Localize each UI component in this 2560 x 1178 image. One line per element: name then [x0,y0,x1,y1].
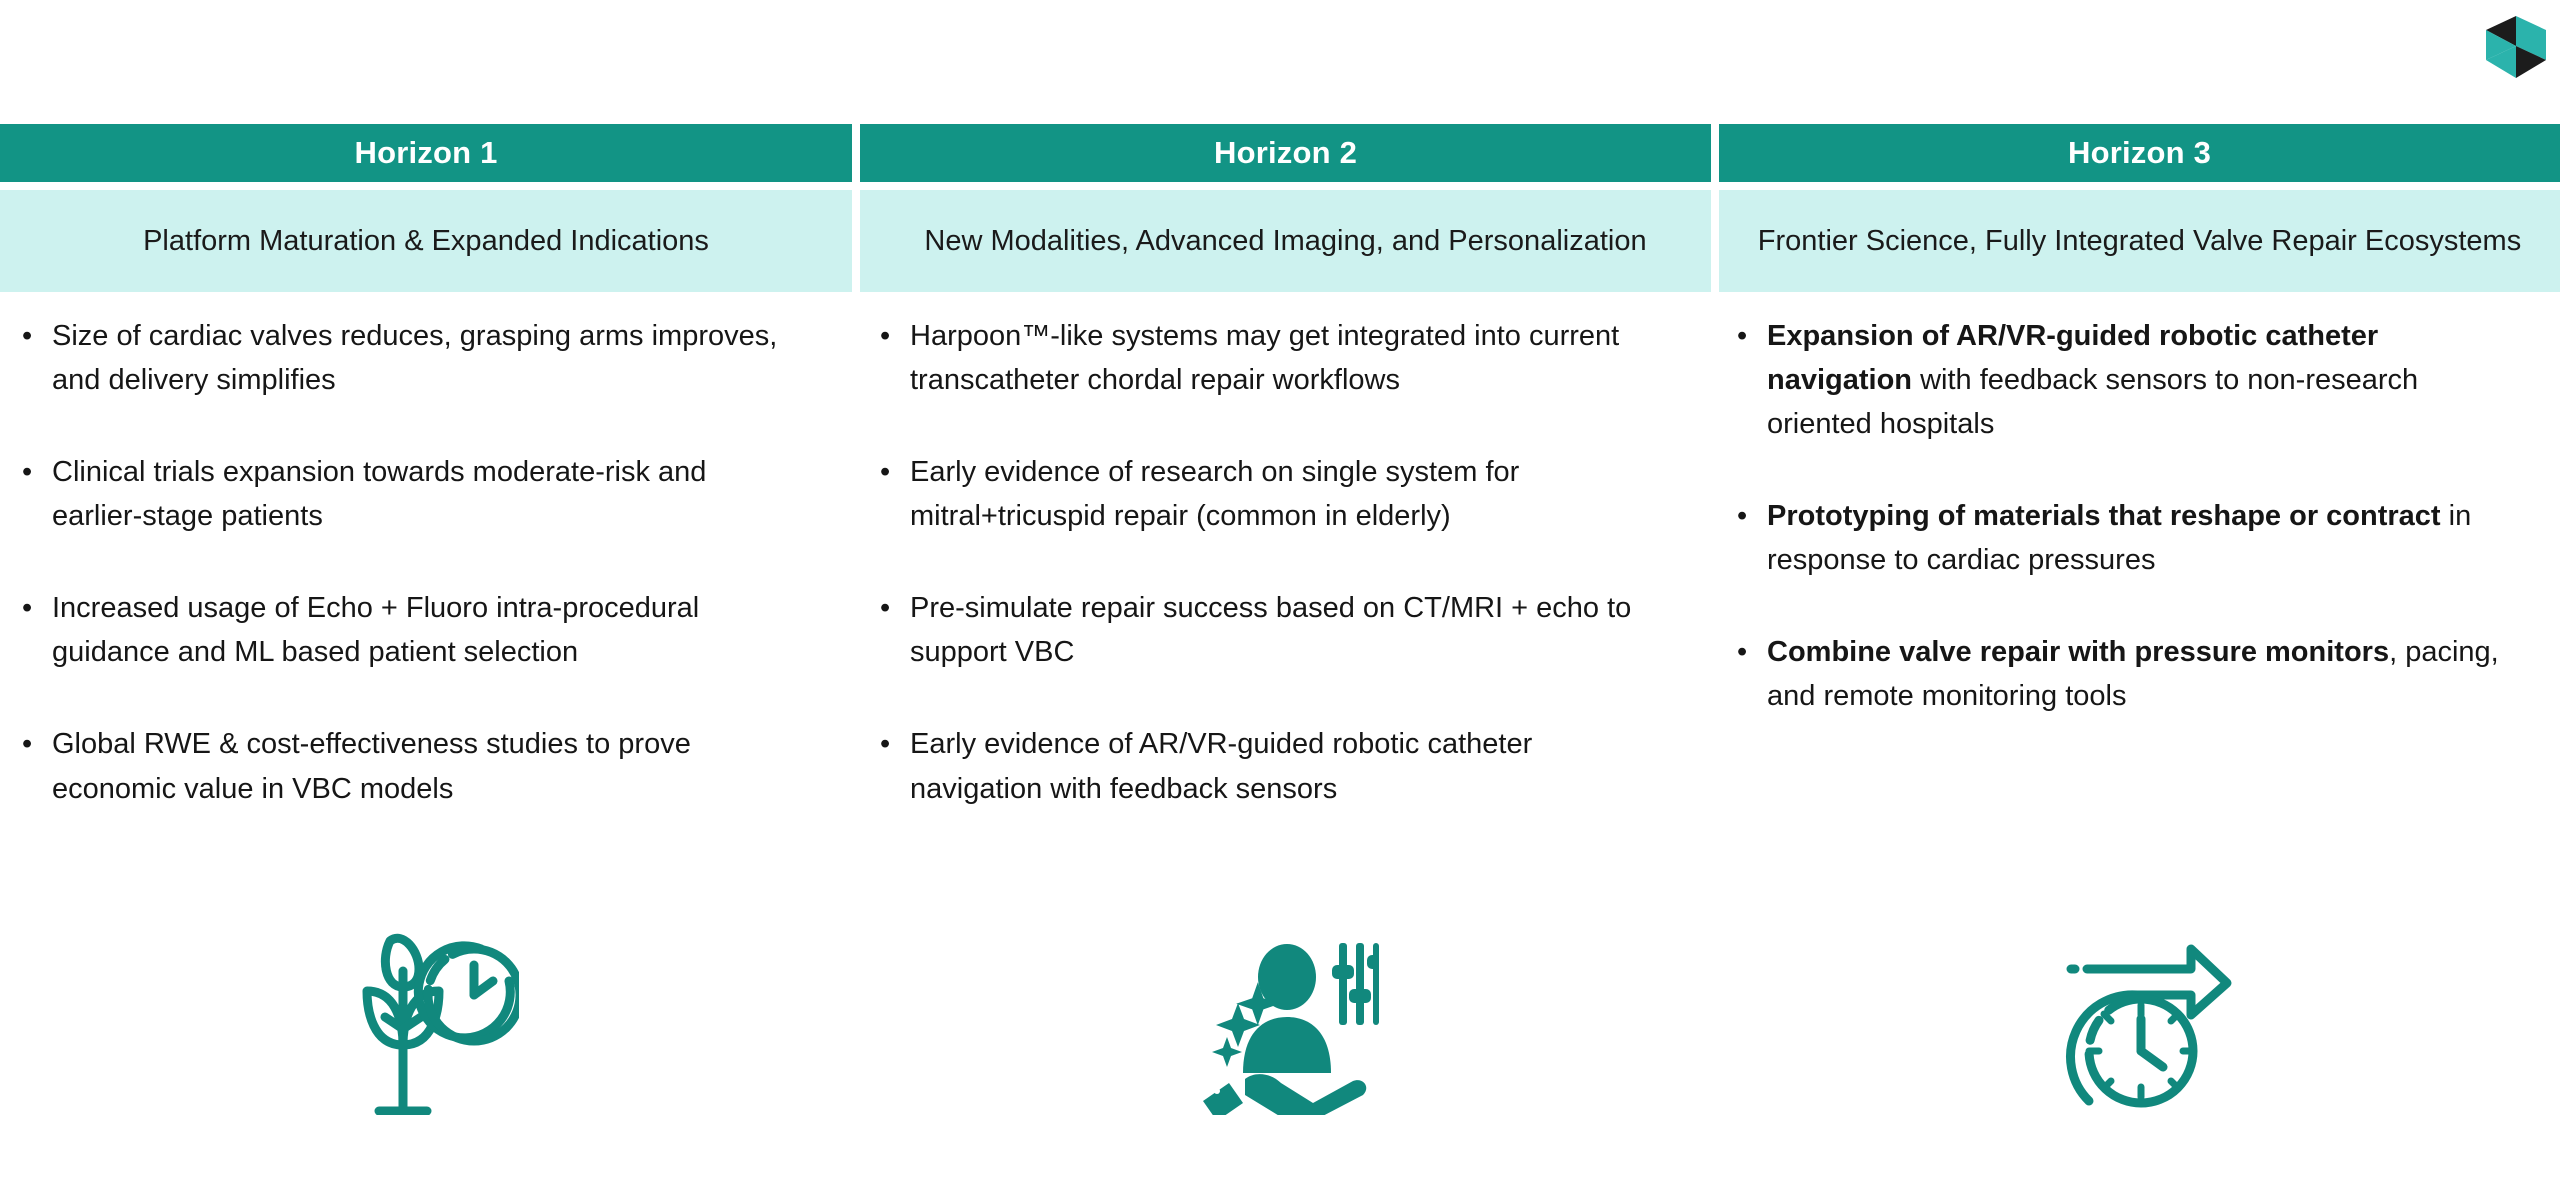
bullet-item: • Combine valve repair with pressure moni… [1737,630,2530,718]
bullet-item: • Clinical trials expansion towards moder… [22,450,804,538]
horizon-subheader-row: Platform Maturation & Expanded Indicatio… [0,190,2560,292]
bullet-marker: • [880,728,891,761]
horizon-icon-row [0,925,2560,1125]
bullet-marker: • [880,320,891,352]
bullet-item: • Global RWE & cost-effectiveness studies… [22,722,804,810]
bullet-text: Early evidence of AR/VR-guided robotic c… [910,728,1533,805]
bullet-text: Pre-simulate repair success based on CT/… [910,592,1632,669]
bullet-marker: • [880,456,891,489]
bullet-item: • Pre-simulate repair success based on CT… [880,586,1671,674]
plant-growth-clock-icon [0,925,852,1125]
bullet-text: Early evidence of research on single sys… [910,456,1520,533]
bullet-item: • Harpoon™-like systems may get integrate… [880,314,1671,402]
bullet-item: • Early evidence of AR/VR-guided robotic … [880,722,1671,810]
horizon-1-subtitle: Platform Maturation & Expanded Indicatio… [0,190,852,292]
bullet-marker: • [22,592,33,625]
bullet-item: • Early evidence of research on single sy… [880,450,1671,538]
horizon-1-bullet-list: • Size of cardiac valves reduces, graspin… [0,304,852,884]
bullet-marker: • [1737,636,1748,669]
horizon-3-subtitle: Frontier Science, Fully Integrated Valve… [1719,190,2560,292]
bullet-text: Harpoon™-like systems may get integrated… [910,320,1620,397]
bullet-marker: • [22,728,33,761]
bullet-marker: • [22,320,33,352]
personalization-person-sliders-icon [860,925,1711,1125]
bullet-marker: • [880,592,891,625]
bullet-item: • Increased usage of Echo + Fluoro intra-… [22,586,804,674]
horizon-2-header: Horizon 2 [860,124,1711,182]
horizon-body-row: • Size of cardiac valves reduces, graspin… [0,304,2560,884]
bullet-text: Global RWE & cost-effectiveness studies … [52,728,691,805]
bullet-text: Size of cardiac valves reduces, grasping… [52,320,778,397]
bullet-text: Combine valve repair with pressure monit… [1767,636,2499,713]
bullet-text: Increased usage of Echo + Fluoro intra-p… [52,592,700,669]
horizon-2-bullet-list: • Harpoon™-like systems may get integrate… [860,304,1711,884]
bullet-marker: • [22,456,33,489]
horizon-3-bullet-list: • Expansion of AR/VR-guided robotic cathe… [1719,304,2560,884]
bullet-item: • Size of cardiac valves reduces, graspin… [22,314,804,402]
bullet-item: • Expansion of AR/VR-guided robotic cathe… [1737,314,2530,446]
bullet-lead-emphasis: Expansion of AR/VR-guided robotic cathet… [1767,320,2379,397]
bullet-item: • Prototyping of materials that reshape o… [1737,494,2530,582]
bullet-lead-emphasis: Prototyping of materials that reshape or… [1767,500,2441,533]
horizon-3-header: Horizon 3 [1719,124,2560,182]
bullet-text: Expansion of AR/VR-guided robotic cathet… [1767,320,2419,441]
clock-forward-arrow-icon [1719,925,2560,1125]
horizon-header-row: Horizon 1 Horizon 2 Horizon 3 [0,124,2560,182]
bullet-marker: • [1737,500,1748,533]
company-diamond-logo [2472,8,2560,86]
bullet-text: Prototyping of materials that reshape or… [1767,500,2472,577]
bullet-lead-emphasis: Combine valve repair with pressure monit… [1767,636,2390,669]
bullet-marker: • [1737,320,1748,352]
horizon-1-header: Horizon 1 [0,124,852,182]
bullet-text: Clinical trials expansion towards modera… [52,456,707,533]
horizon-2-subtitle: New Modalities, Advanced Imaging, and Pe… [860,190,1711,292]
